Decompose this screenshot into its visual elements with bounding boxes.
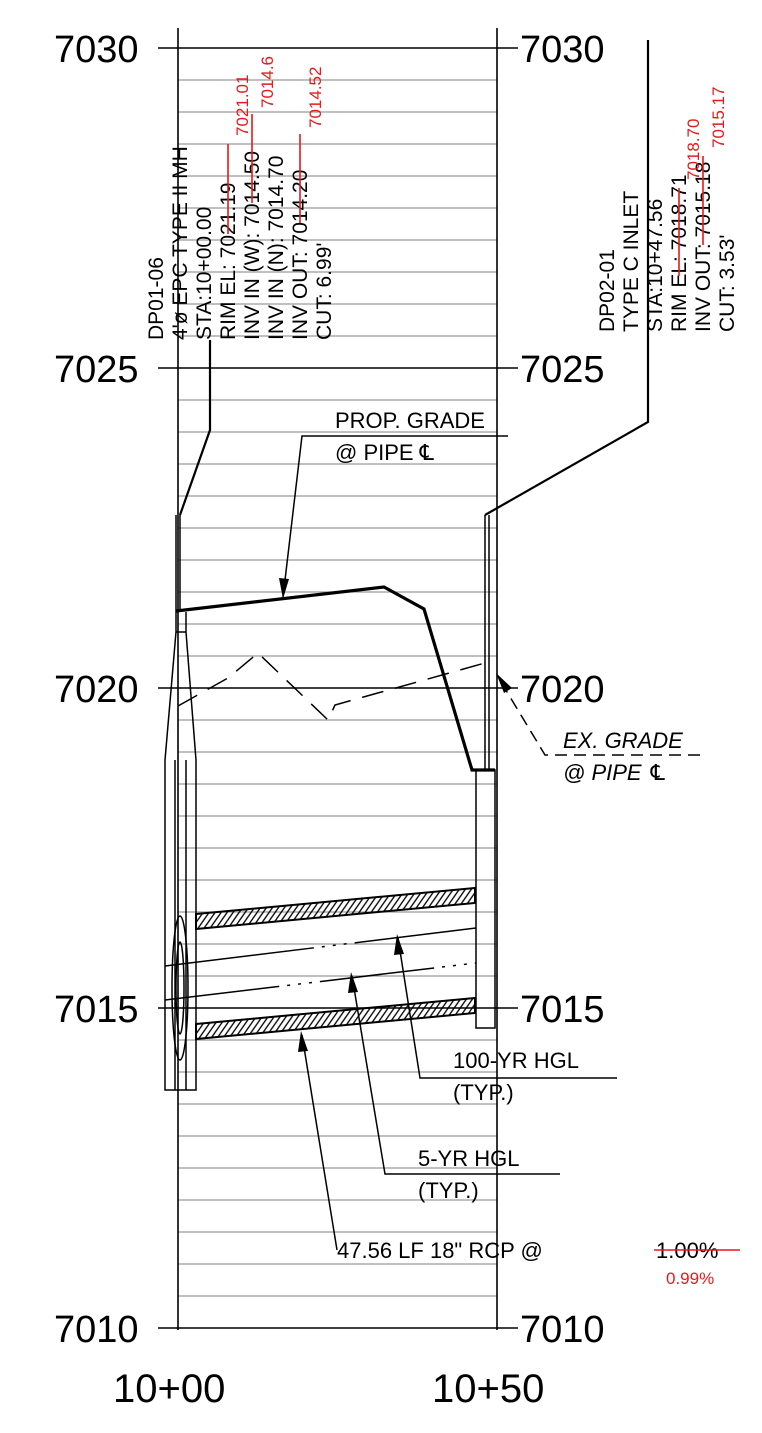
arrowhead — [298, 1031, 308, 1052]
pipe-opening-inner — [175, 941, 185, 1035]
elevation-label-7025-right: 7025 — [520, 349, 605, 391]
station-label-10-00: 10+00 — [113, 1367, 225, 1411]
svg-text:(TYP.): (TYP.) — [453, 1080, 514, 1105]
callout-existing-grade: EX. GRADE @ PIPE ℄ — [496, 673, 700, 785]
svg-text:INV IN (N): 7014.70: INV IN (N): 7014.70 — [265, 156, 288, 340]
arrowhead — [496, 673, 512, 693]
svg-text:STA:10+00.00: STA:10+00.00 — [193, 207, 216, 340]
proposed-grade-line — [175, 585, 495, 772]
elevation-label-7030-right: 7030 — [520, 29, 605, 71]
callout-hgl-5yr: 5-YR HGL (TYP.) — [348, 972, 560, 1203]
elevation-label-7020: 7020 — [54, 669, 139, 711]
dp01-06-label: DP01-06 4'ø EPC TYPE II MH STA:10+00.00 … — [145, 56, 336, 340]
svg-text:DP02-01: DP02-01 — [596, 249, 619, 332]
svg-text:47.56 LF 18" RCP @: 47.56 LF 18" RCP @ — [337, 1238, 543, 1263]
inlet-rim-revision: 7018.70 — [684, 119, 703, 180]
hgl-100yr-line — [164, 927, 477, 967]
arrowhead — [348, 972, 358, 993]
elevation-label-7020-right: 7020 — [520, 669, 605, 711]
rim-revision: 7021.01 — [233, 75, 252, 136]
svg-text:INV OUT: 7015.18: INV OUT: 7015.18 — [692, 162, 715, 332]
hgl-5yr-line — [164, 962, 477, 1001]
svg-text:@ PIPE ℄: @ PIPE ℄ — [335, 440, 435, 465]
elevation-grid — [158, 47, 518, 1329]
svg-text:TYPE C INLET: TYPE C INLET — [620, 191, 643, 332]
inv-w-revision: 7014.6 — [258, 56, 277, 108]
svg-text:5-YR HGL: 5-YR HGL — [418, 1146, 519, 1171]
svg-text:INV OUT: 7014.20: INV OUT: 7014.20 — [289, 170, 312, 340]
pipe-18in-rcp — [164, 886, 477, 1041]
arrowhead — [394, 934, 404, 955]
pipe-slope-new: 0.99% — [666, 1269, 714, 1288]
elevation-label-7010-right: 7010 — [520, 1309, 605, 1351]
pipe-bottom-wall — [195, 996, 476, 1041]
svg-text:(TYP.): (TYP.) — [418, 1178, 479, 1203]
svg-text:RIM EL: 7021.19: RIM EL: 7021.19 — [217, 182, 240, 340]
dp02-01-leader — [484, 40, 650, 516]
elevation-label-7030: 7030 — [54, 29, 139, 71]
elevation-label-7010: 7010 — [54, 1309, 139, 1351]
svg-text:100-YR HGL: 100-YR HGL — [453, 1048, 579, 1073]
inv-out-revision: 7014.52 — [306, 67, 325, 128]
inlet-inv-revision: 7015.17 — [709, 87, 728, 148]
svg-text:STA:10+47.56: STA:10+47.56 — [644, 199, 667, 332]
svg-text:@ PIPE ℄: @ PIPE ℄ — [563, 760, 667, 785]
svg-text:INV IN (W): 7014.50: INV IN (W): 7014.50 — [241, 151, 264, 340]
manhole-dp01-06 — [164, 515, 197, 1091]
pipe-top-wall — [195, 886, 476, 931]
manhole-outline — [164, 612, 197, 1091]
svg-text:DP01-06: DP01-06 — [145, 257, 168, 340]
existing-grade-line — [177, 651, 486, 722]
callout-proposed-grade: PROP. GRADE @ PIPE ℄ — [279, 408, 508, 599]
elevation-label-7025: 7025 — [54, 349, 139, 391]
callout-pipe: 47.56 LF 18" RCP @ 1.00% 0.99% — [298, 1031, 740, 1288]
elevation-label-7015: 7015 — [54, 989, 139, 1031]
inlet-box — [475, 769, 496, 1029]
elevation-label-7015-right: 7015 — [520, 989, 605, 1031]
arrowhead — [279, 578, 289, 599]
svg-text:CUT: 3.53': CUT: 3.53' — [716, 235, 739, 332]
svg-text:4'ø EPC TYPE II MH: 4'ø EPC TYPE II MH — [169, 146, 192, 340]
callout-hgl-100yr: 100-YR HGL (TYP.) — [394, 934, 617, 1105]
svg-text:EX. GRADE: EX. GRADE — [563, 728, 683, 753]
station-label-10-50: 10+50 — [432, 1367, 544, 1411]
dp02-01-label: DP02-01 TYPE C INLET STA:10+47.56 RIM EL… — [596, 87, 739, 332]
dp01-06-leader — [178, 340, 212, 516]
pipe-opening-outer — [171, 915, 189, 1061]
svg-text:CUT: 6.99': CUT: 6.99' — [313, 243, 336, 340]
svg-text:PROP. GRADE: PROP. GRADE — [335, 408, 485, 433]
